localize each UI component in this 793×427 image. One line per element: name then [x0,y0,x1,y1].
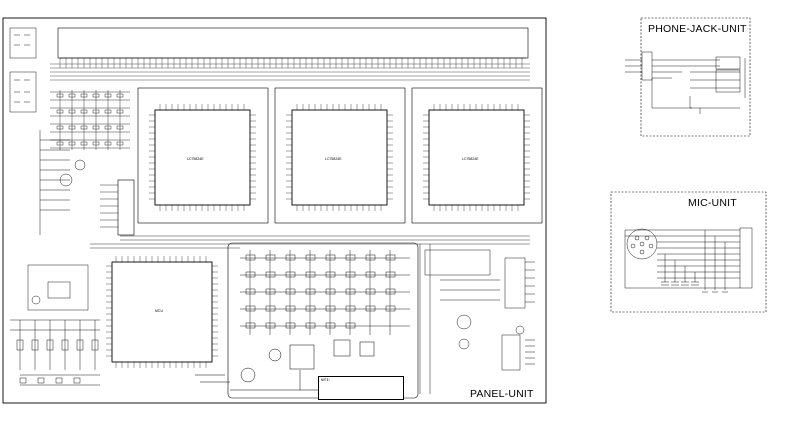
phone-jack-unit-title: PHONE-JACK-UNIT [648,23,747,35]
ic-a-frame [137,87,269,224]
mcu-pins [106,256,218,368]
mic-unit-title: MIC-UNIT [688,197,737,209]
key-matrix [240,250,410,335]
ic-c-frame [411,87,543,224]
ic-c-part-label: LC75824E [462,157,479,161]
ic-pins [149,104,530,211]
mid-connector [117,179,135,236]
mcu-body [111,261,213,363]
phone-jack-circuit [625,51,746,114]
panel-unit-border [2,17,547,404]
resistor-array [50,90,130,150]
left-switches [9,27,86,235]
key-matrix-frame [227,242,419,399]
ic-a-part-label: LC75824E [187,157,204,161]
note-label: NOTE: [321,378,331,382]
mic-unit-circuit [624,227,753,293]
mic-unit-border [610,191,767,313]
ic-b-body [291,109,388,206]
lower-mid-circuit [195,339,375,391]
ic-b-frame [274,87,406,224]
phone-jack-border [640,17,751,137]
ic-c-body [428,109,525,206]
left-bottom-circuit [10,264,100,386]
panel-right-circuit [419,244,535,394]
panel-unit-title: PANEL-UNIT [470,388,534,400]
top-connector [57,27,529,59]
ic-a-body [154,109,251,206]
note-box: NOTE: [318,376,404,400]
top-bus-lines [50,58,530,81]
ic-b-part-label: LC75824E [325,157,342,161]
mcu-part-label: MCU [155,309,163,313]
mid-bus [90,235,530,249]
